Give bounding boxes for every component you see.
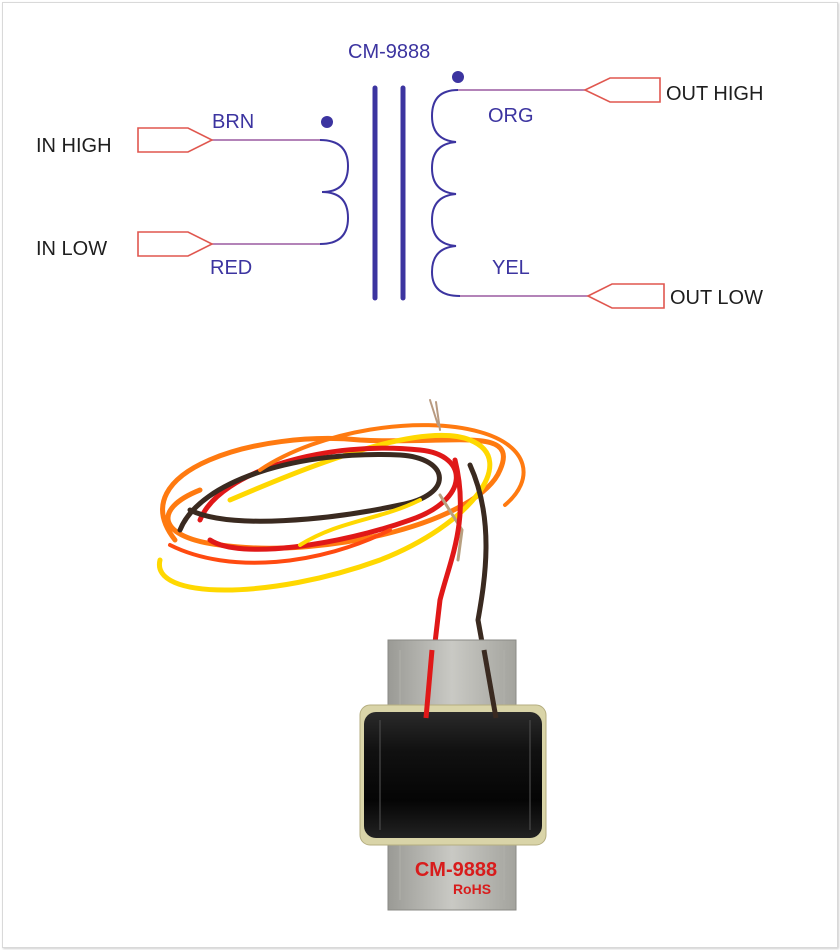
secondary-coil xyxy=(430,89,461,297)
in-low-terminal xyxy=(137,231,214,257)
secondary-polarity-dot xyxy=(452,71,464,83)
yel-wire-label: YEL xyxy=(492,257,530,279)
primary-coil xyxy=(319,139,350,245)
out-low-label: OUT LOW xyxy=(670,287,763,309)
wire-bundle xyxy=(157,399,526,723)
schematic: CM-9888 IN HIGH IN LOW OUT HIGH OUT LOW … xyxy=(36,41,763,309)
yellow-wire-2 xyxy=(298,498,422,547)
orange-red-wire xyxy=(168,528,392,565)
brn-wire-label: BRN xyxy=(212,111,254,133)
black-tape-winding xyxy=(364,712,542,838)
orange-wire xyxy=(160,435,506,551)
red-wire-label: RED xyxy=(210,257,252,279)
stripped-lead xyxy=(438,493,464,562)
core-rohs-mark: RoHS xyxy=(453,881,491,897)
in-low-label: IN LOW xyxy=(36,238,107,260)
out-high-label: OUT HIGH xyxy=(666,83,763,105)
orange-wire-2 xyxy=(258,423,526,507)
transformer-photo: CM-9888 RoHS xyxy=(157,399,547,911)
out-low-terminal xyxy=(586,283,665,309)
schematic-part-number: CM-9888 xyxy=(348,41,430,63)
red-lead xyxy=(423,457,463,723)
yellow-wire xyxy=(157,432,493,593)
brown-lead xyxy=(467,462,499,723)
out-high-terminal xyxy=(583,77,661,103)
stripped-strands xyxy=(429,399,441,431)
in-high-label: IN HIGH xyxy=(36,135,112,157)
core-part-number: CM-9888 xyxy=(415,859,497,881)
brown-wire-loop xyxy=(177,451,442,533)
org-wire-label: ORG xyxy=(488,105,534,127)
in-high-terminal xyxy=(137,127,214,153)
primary-polarity-dot xyxy=(321,116,333,128)
